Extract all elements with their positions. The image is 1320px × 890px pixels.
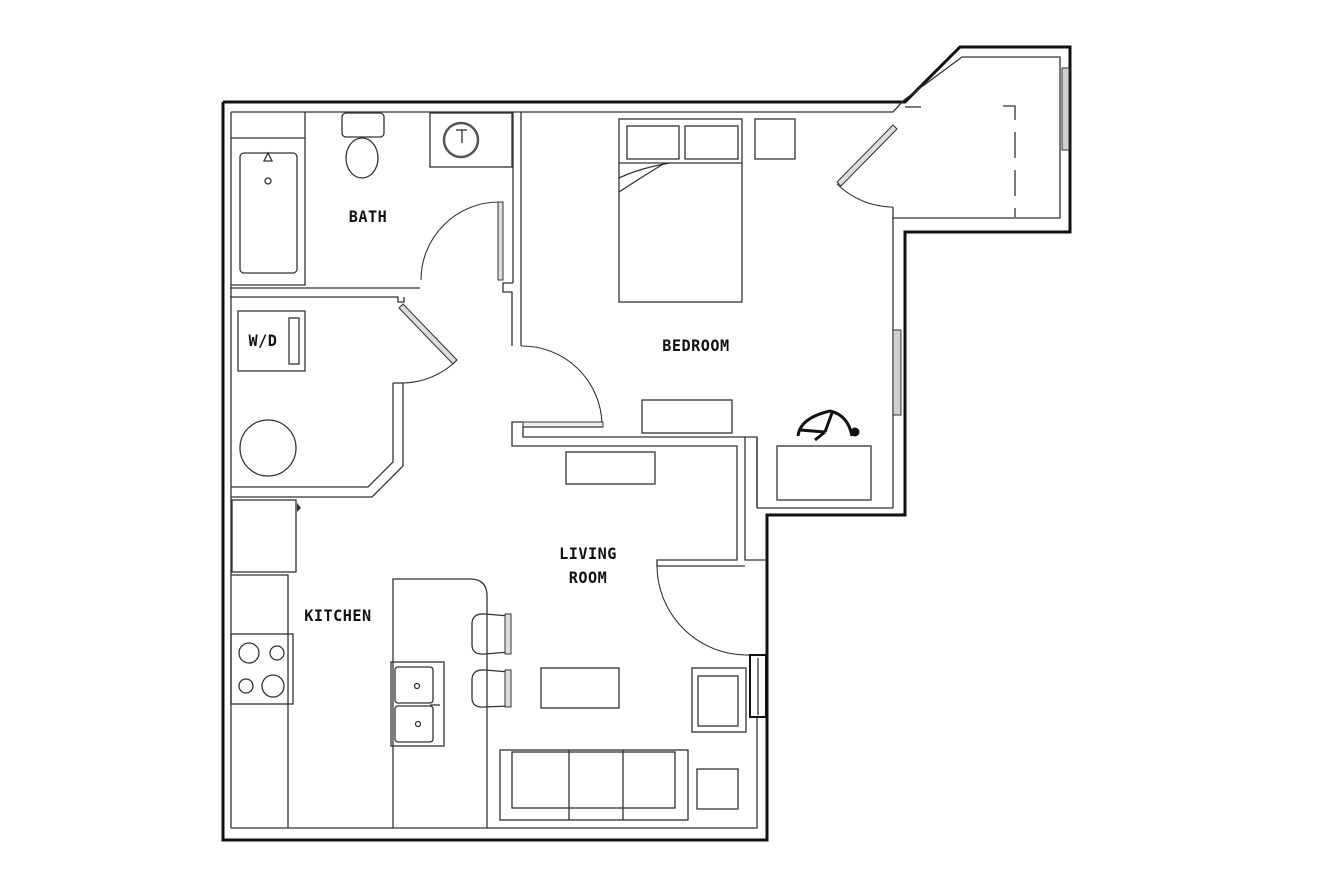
walk-in-closet (905, 105, 1016, 217)
sofa (499, 749, 689, 821)
closet-door (836, 124, 898, 187)
bedroom (618, 118, 904, 501)
room-label-wd: W/D (248, 331, 278, 350)
bed (618, 118, 743, 303)
room-label-room: ROOM (568, 568, 608, 587)
bath-door-swing (420, 201, 500, 281)
bar-stool (471, 613, 510, 655)
range (230, 633, 294, 705)
bath-room (230, 111, 514, 303)
toilet-bowl (345, 137, 379, 179)
living-room (499, 451, 767, 821)
desk (776, 445, 872, 501)
water-heater (239, 419, 297, 477)
burner (269, 645, 285, 661)
bath-door (497, 201, 504, 281)
island-sink (390, 661, 445, 747)
room-label-bath: BATH (348, 207, 388, 226)
bedroom-window (892, 329, 902, 416)
closet-door-swing (836, 183, 894, 208)
desk-chair-icon (796, 409, 860, 442)
dresser (641, 399, 733, 434)
windows (750, 67, 1070, 717)
pillow-left (626, 125, 680, 160)
bedroom-door-swing (520, 345, 603, 425)
vanity (429, 112, 513, 168)
refrigerator (231, 499, 297, 573)
bedroom-door (522, 421, 604, 428)
kitchen-island (392, 578, 488, 828)
room-label-bedroom: BEDROOM (662, 336, 730, 355)
bathtub (239, 152, 298, 274)
kitchen (230, 499, 512, 828)
room-label-living: LIVING (559, 544, 617, 563)
closet-window (1061, 67, 1070, 151)
armchair (691, 667, 747, 733)
pillow-right (684, 125, 739, 160)
laundry-door-swing (402, 359, 458, 384)
tub-drain-icon (264, 177, 272, 185)
burner (261, 674, 285, 698)
coffee-table (540, 667, 620, 709)
room-label-kitchen: KITCHEN (304, 606, 372, 625)
laundry-room (231, 303, 458, 498)
burner (238, 642, 260, 664)
toilet-tank (341, 112, 385, 138)
tub-faucet-icon (262, 151, 274, 162)
burner (238, 678, 254, 694)
washer-dryer (237, 310, 306, 372)
tv-console (565, 451, 656, 485)
sink-basin (442, 121, 480, 159)
bar-stool (471, 669, 510, 708)
exterior-walls (221, 45, 1072, 842)
nightstand (754, 118, 796, 160)
entry-door-swing (656, 562, 750, 656)
laundry-door (398, 303, 458, 365)
side-table (696, 768, 739, 810)
